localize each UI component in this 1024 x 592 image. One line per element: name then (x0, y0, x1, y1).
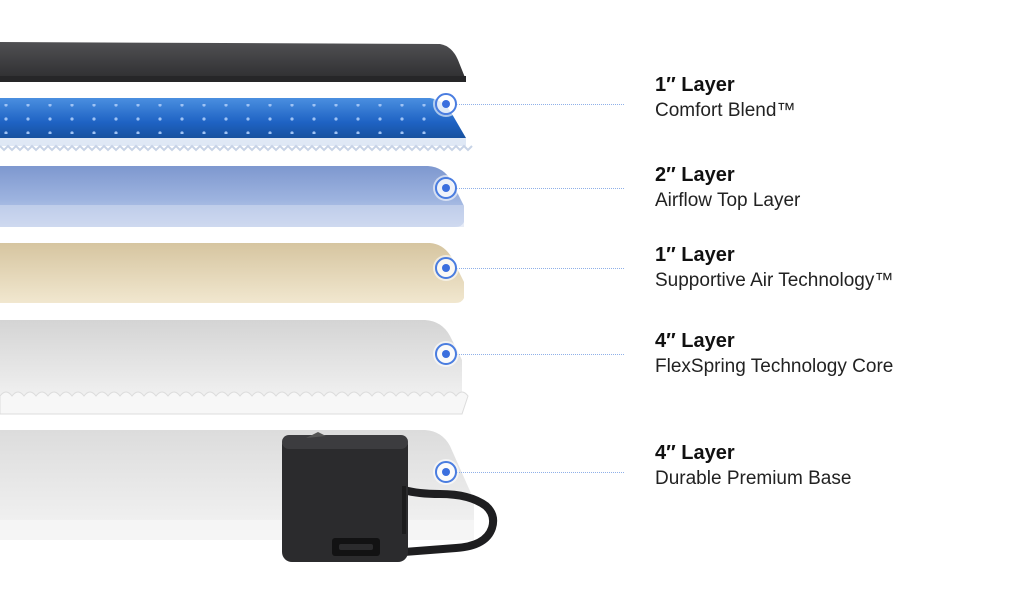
layer-label-2: 2″ Layer Airflow Top Layer (655, 162, 800, 214)
airflow-layer (0, 166, 464, 227)
pump-unit (282, 432, 498, 562)
layer-name: Durable Premium Base (655, 468, 852, 489)
layer-label-1: 1″ Layer Comfort Blend™ (655, 72, 795, 124)
flexspring-layer (0, 320, 469, 415)
layer-thickness: 4″ Layer (655, 330, 735, 352)
layer-thickness: 4″ Layer (655, 442, 735, 464)
supportive-air-layer (0, 243, 464, 303)
layer-thickness: 1″ Layer (655, 74, 735, 96)
hotspot-marker-4[interactable] (435, 343, 457, 365)
hotspot-marker-2[interactable] (435, 177, 457, 199)
layer-label-4: 4″ Layer FlexSpring Technology Core (655, 328, 893, 380)
leader-line-5 (456, 472, 624, 473)
layer-name: Airflow Top Layer (655, 190, 801, 211)
layer-label-3: 1″ Layer Supportive Air Technology™ (655, 242, 893, 294)
leader-line-1 (456, 104, 624, 105)
layer-name: Comfort Blend™ (655, 100, 796, 121)
layer-name: FlexSpring Technology Core (655, 356, 894, 377)
hotspot-marker-1[interactable] (435, 93, 457, 115)
comfort-blend-layer (0, 98, 473, 152)
layer-thickness: 1″ Layer (655, 244, 735, 266)
layer-label-5: 4″ Layer Durable Premium Base (655, 440, 851, 492)
hotspot-marker-3[interactable] (435, 257, 457, 279)
leader-line-3 (456, 268, 624, 269)
layer-thickness: 2″ Layer (655, 164, 735, 186)
leader-line-4 (456, 354, 624, 355)
hotspot-marker-5[interactable] (435, 461, 457, 483)
layer-name: Supportive Air Technology™ (655, 270, 894, 291)
cover-layer (0, 42, 466, 82)
leader-line-2 (456, 188, 624, 189)
